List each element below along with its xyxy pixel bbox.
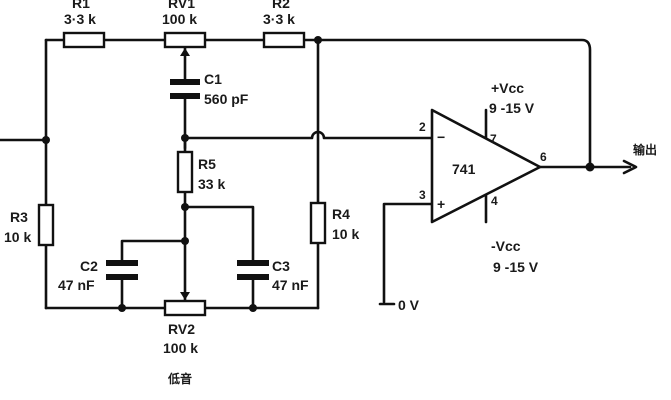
r2-value: 3·3 k [263,11,295,27]
r5-name: R5 [198,156,216,172]
r5-body [176,150,194,194]
pin-3-label: 3 [419,188,426,202]
junction-c3-bottom [249,304,257,312]
c1-symbol [170,79,200,99]
pin-6-label: 6 [540,150,547,164]
c2-symbol [106,260,138,280]
rv2-caption: 低音 [167,371,192,386]
junction-input [42,136,50,144]
c3-value: 47 nF [272,277,309,293]
junction-c3-node [181,203,189,211]
wire-noninverting [382,202,434,304]
c2-name: C2 [80,258,98,274]
c3-name: C3 [272,258,290,274]
rv1-name: RV1 [168,0,195,11]
junction-c1-node [181,134,189,142]
r1-body [62,31,106,49]
output-label: 输出 [633,142,657,157]
junction-c2-bottom [118,304,126,312]
wire-to-inverting [183,130,434,140]
r3-body [37,203,55,247]
c2-value: 47 nF [58,277,95,293]
rv1-value: 100 k [162,11,197,27]
junction-dots [42,36,595,312]
rv2-body [163,299,207,317]
opamp-minus-sign: − [437,129,445,145]
vplus-range: 9 -15 V [489,100,535,116]
r1-value: 3·3 k [64,11,96,27]
ground-label: 0 V [398,297,420,313]
r4-body [309,201,327,245]
rv1-body [163,31,207,49]
r2-body [262,31,306,49]
rv2-value: 100 k [163,340,198,356]
junction-top-right [314,36,322,44]
opamp-plus-sign: + [437,196,445,212]
pin-7-label: 7 [490,132,497,146]
junction-c2-node [181,237,189,245]
output-arrow [622,159,638,175]
rv2-name: RV2 [168,321,195,337]
pin-4-label: 4 [491,194,498,208]
wire-top-rail [44,38,592,169]
rv1-wiper-arrow [180,48,190,56]
rv2-wiper-arrow [180,292,190,300]
c1-value: 560 pF [204,91,249,107]
vminus-label: -Vcc [491,238,521,254]
wire-c3-branch [183,205,255,264]
r4-value: 10 k [332,226,359,242]
opamp-triangle [430,108,542,224]
pin-2-label: 2 [419,120,426,134]
c1-name: C1 [204,71,222,87]
junction-output [585,162,595,172]
r3-name: R3 [10,209,28,225]
vminus-range: 9 -15 V [493,259,539,275]
opamp-model: 741 [452,161,476,177]
vplus-label: +Vcc [491,80,524,96]
r3-value: 10 k [4,229,31,245]
c3-symbol [237,260,269,280]
r4-name: R4 [332,206,350,222]
r1-name: R1 [72,0,90,11]
wire-c2-branch [120,239,187,264]
r2-name: R2 [272,0,290,11]
r5-value: 33 k [198,176,225,192]
